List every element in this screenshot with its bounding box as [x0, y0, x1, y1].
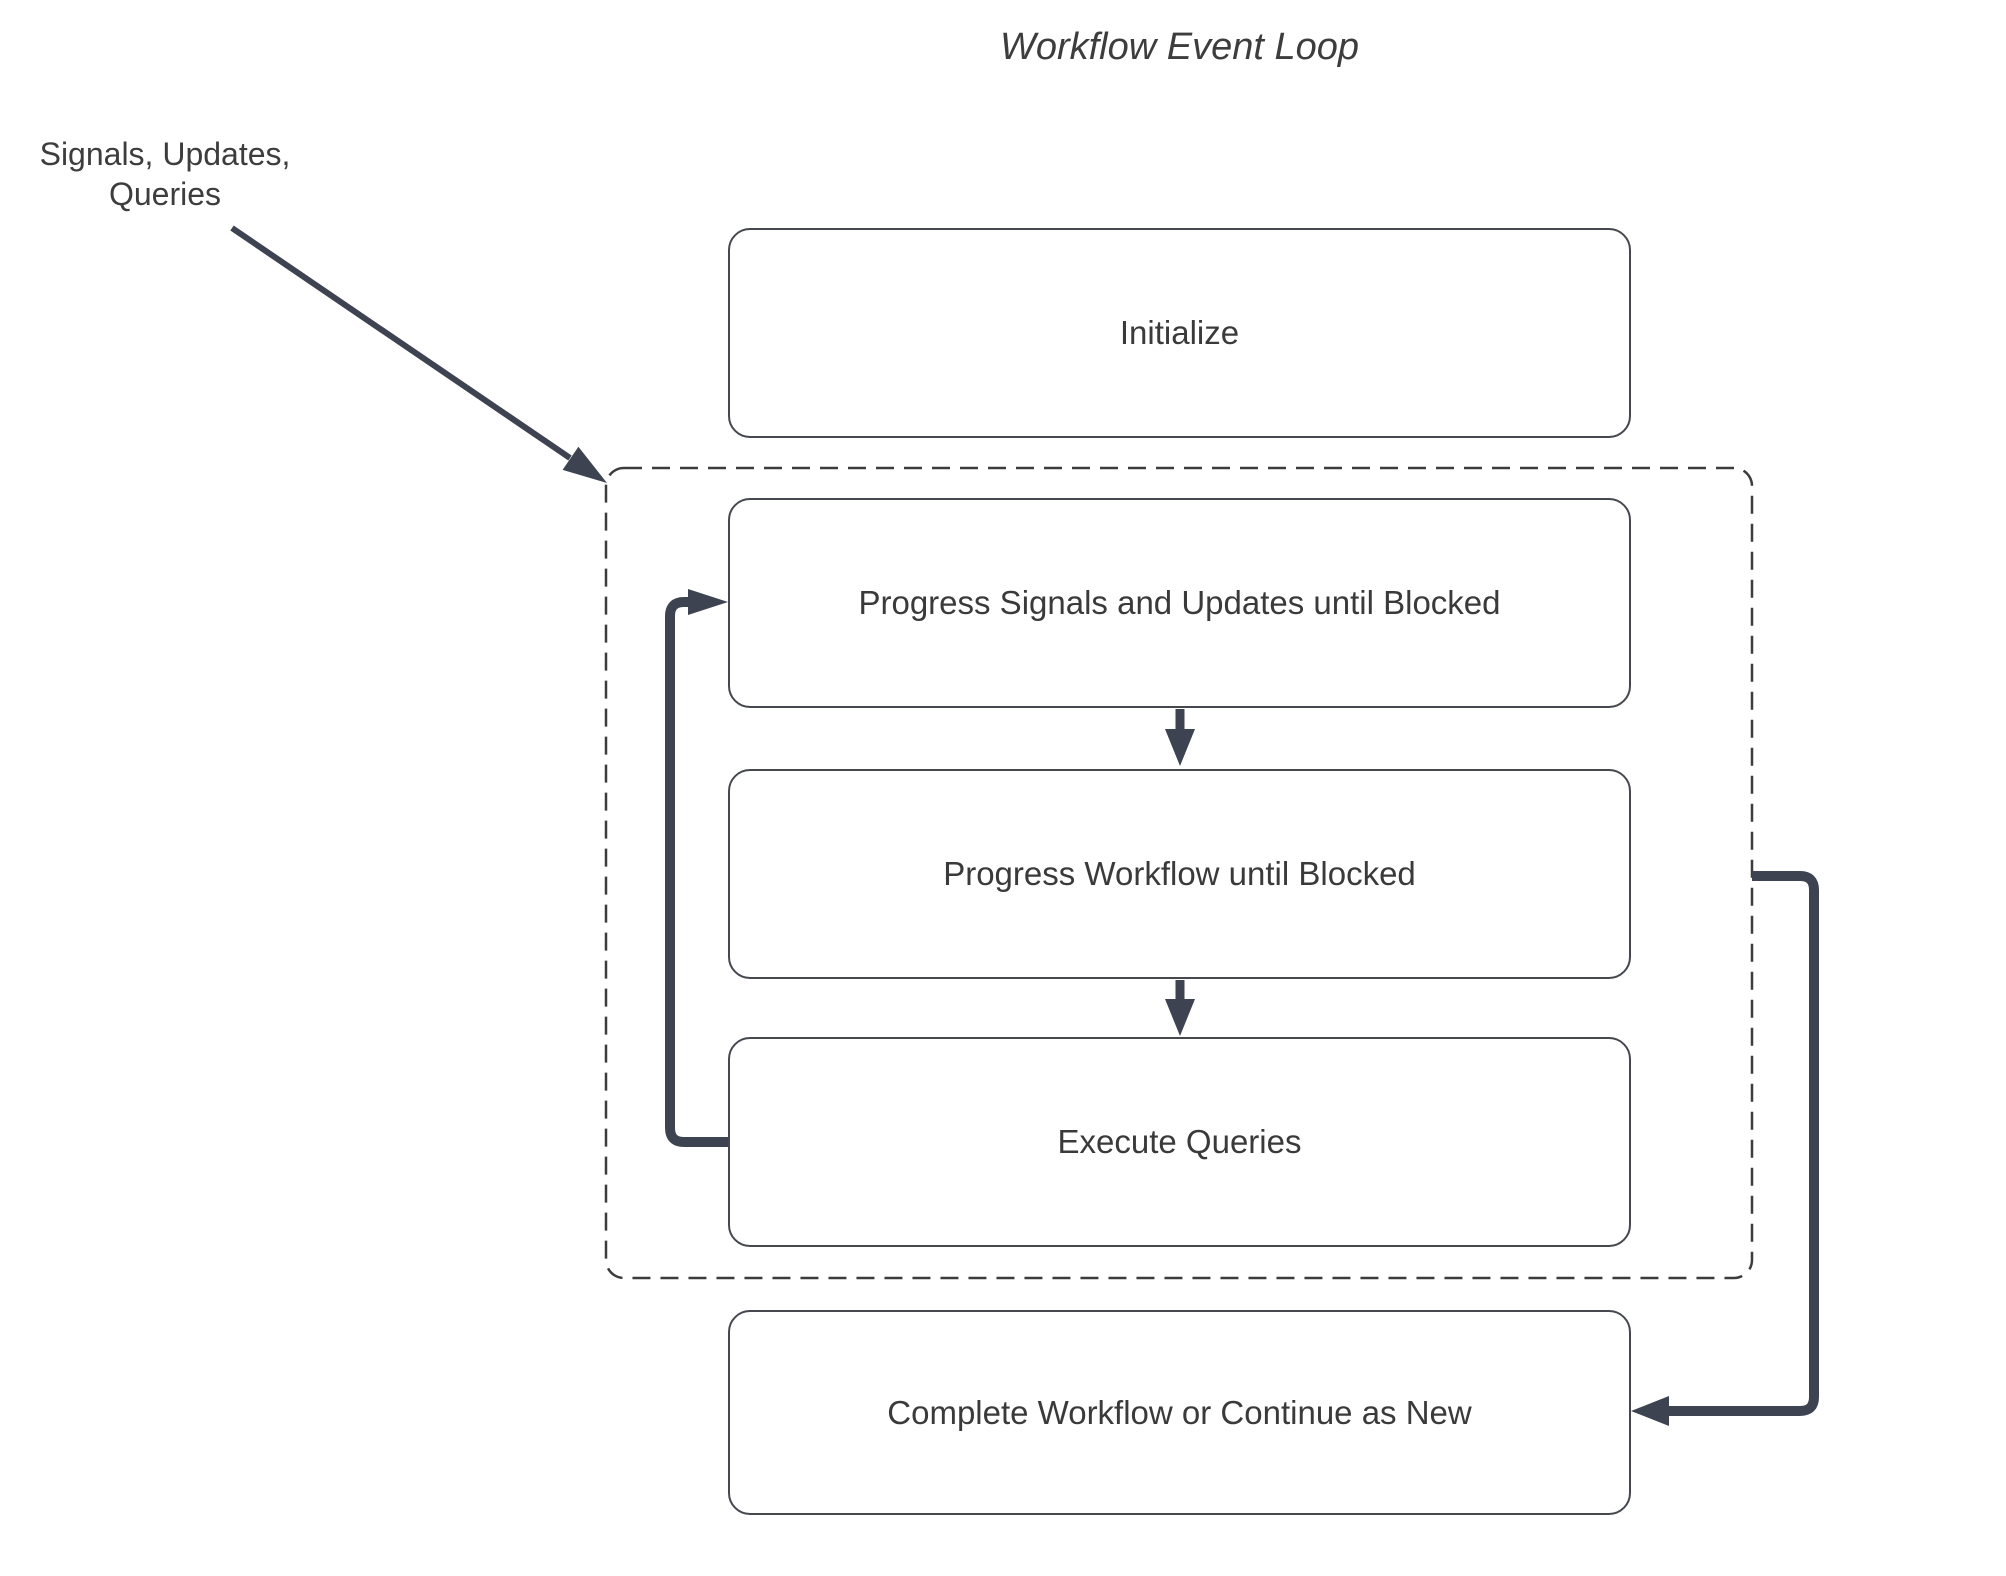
node-initialize-label: Initialize	[1119, 314, 1240, 351]
node-execute-queries: Execute Queries	[728, 1037, 1631, 1247]
node-complete-label: Complete Workflow or Continue as New	[887, 1393, 1472, 1431]
node-progress-workflow: Progress Workflow until Blocked	[728, 769, 1631, 979]
node-initialize: Initialize	[728, 228, 1631, 438]
node-progress-signals-label: Progress Signals and Updates until Block…	[858, 584, 1501, 621]
edge-loop-back	[665, 589, 728, 1147]
edge-signals-to-workflow	[1165, 709, 1195, 766]
edge-external-input-arrow	[230, 225, 607, 483]
node-execute-queries-label: Execute Queries	[1057, 1123, 1302, 1160]
external-input-line1: Signals, Updates,	[39, 136, 291, 172]
diagram-title: Workflow Event Loop	[999, 26, 1360, 68]
node-progress-workflow-label: Progress Workflow until Blocked	[943, 855, 1416, 892]
node-complete: Complete Workflow or Continue as New	[728, 1310, 1631, 1515]
external-input-label: Signals, Updates, Queries	[15, 134, 315, 214]
edge-loop-to-complete	[1631, 871, 1819, 1426]
node-progress-signals: Progress Signals and Updates until Block…	[728, 498, 1631, 708]
external-input-line2: Queries	[108, 176, 222, 212]
edge-workflow-to-queries	[1165, 980, 1195, 1036]
